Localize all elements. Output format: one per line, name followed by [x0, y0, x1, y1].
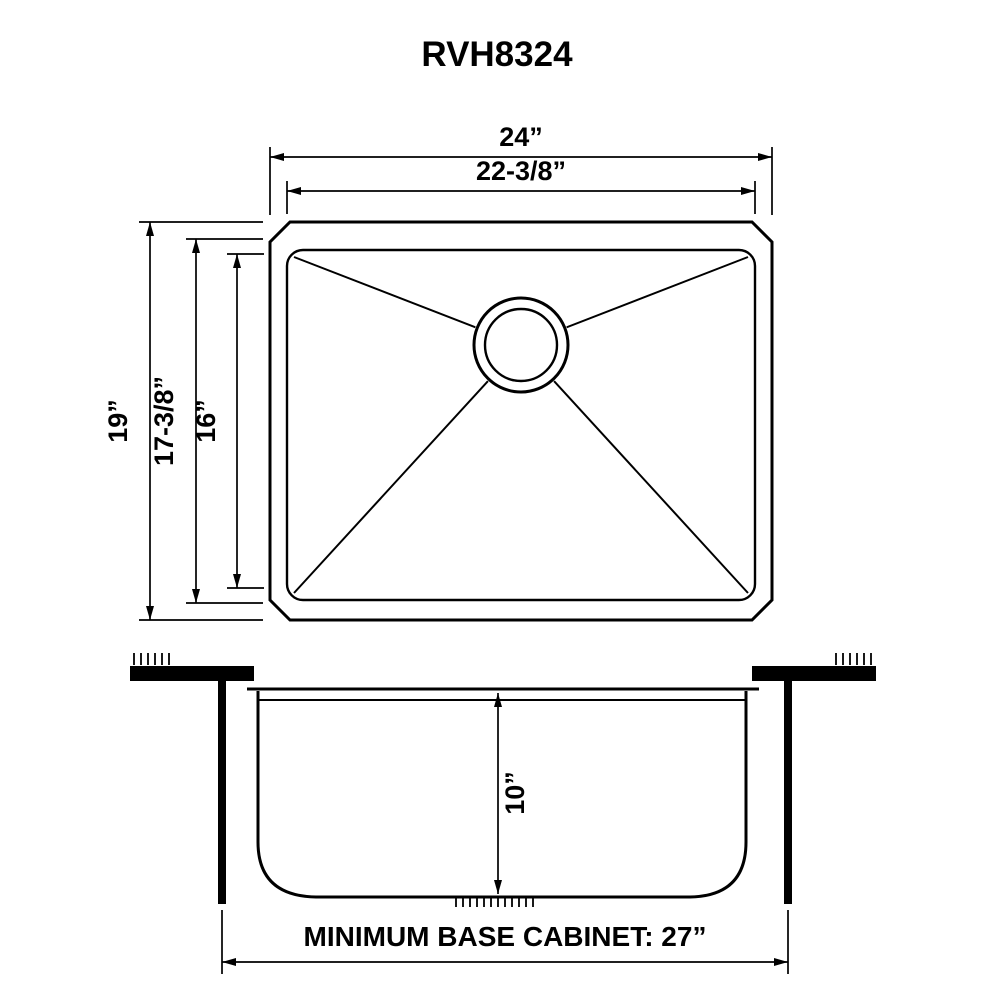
drain-outer-circle: [472, 296, 570, 394]
sink-side-view: [130, 653, 876, 907]
cabinet-wall-right: [784, 681, 792, 904]
dim-inner-height-label: 16”: [191, 399, 221, 443]
drain-mask: [472, 296, 570, 394]
dim-base-cabinet: MINIMUM BASE CABINET: 27”: [221, 910, 789, 974]
top-view-outer-rim: [268, 220, 774, 622]
base-cabinet-label: MINIMUM BASE CABINET: 27”: [304, 921, 707, 952]
dim-outer-height: 19”: [103, 221, 263, 621]
dim-mid-height-label: 17-3/8”: [149, 376, 179, 466]
dim-outer-width-label: 24”: [499, 122, 543, 152]
dim-inner-width-label: 22-3/8”: [476, 156, 566, 186]
dim-depth: 10”: [494, 693, 530, 894]
drain-inner-circle: [483, 307, 559, 383]
sink-bowl-outline: [256, 691, 748, 899]
countertop-left: [130, 666, 254, 681]
cabinet-wall-left: [218, 681, 226, 904]
dim-outer-width: 24”: [269, 122, 773, 215]
dim-depth-label: 10”: [500, 771, 530, 815]
dim-inner-height: 16”: [191, 253, 264, 589]
dim-inner-width: 22-3/8”: [286, 156, 756, 214]
model-number-title: RVH8324: [421, 35, 573, 74]
drain-fitting-hatch: [455, 898, 534, 907]
sink-top-view: [268, 220, 774, 622]
dim-mid-height: 17-3/8”: [149, 238, 263, 604]
countertop-right: [752, 666, 876, 681]
countertop-left-hatch: [133, 653, 170, 665]
countertop-right-hatch: [835, 653, 872, 665]
dim-outer-height-label: 19”: [103, 399, 133, 443]
top-view-inner-bowl: [285, 248, 757, 602]
